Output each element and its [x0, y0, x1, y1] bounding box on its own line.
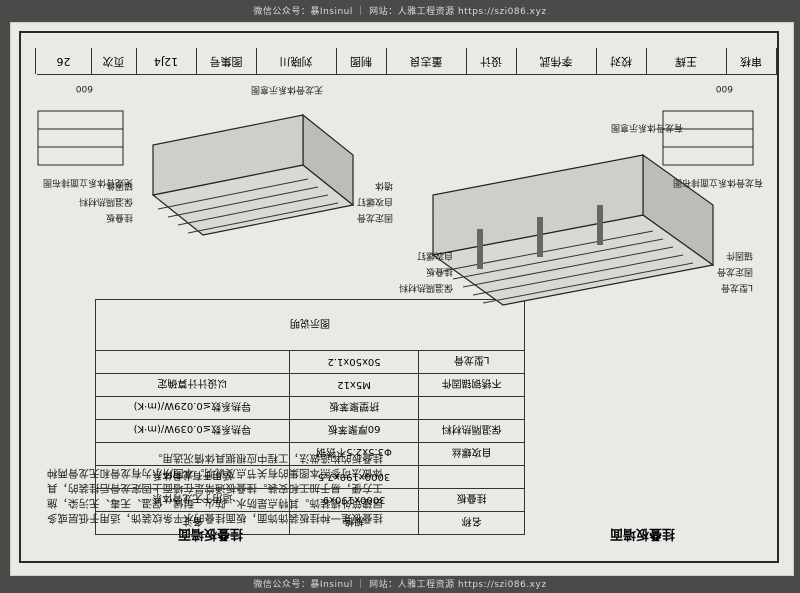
- table-cell: 适用于有龙骨体系: [95, 465, 290, 489]
- diagram-label: 保温隔热材料: [398, 282, 453, 292]
- table-row: 挤塑聚苯板导热系数≤0.029W/(m·K): [95, 396, 525, 420]
- approval-name: 刘晓川: [256, 48, 337, 74]
- diagram-label: 挂叠板: [425, 266, 453, 276]
- table-cell: 导热系数≤0.039W/(m·K): [95, 419, 290, 443]
- table-cell: 适用于无龙骨体系: [95, 488, 290, 512]
- table-cell: 挂叠板: [418, 488, 525, 512]
- table-cell: 自攻螺丝: [418, 442, 525, 466]
- diagram-title-no-keel: 无龙骨体系示意图: [250, 84, 323, 94]
- title-block: 审核 王辉 校对 李伟武 设计 董志良 制图 刘晓川 图集号 12J4 页次 2…: [23, 22, 777, 75]
- table-cell: 挤塑聚苯板: [289, 396, 419, 420]
- watermark-bottom: 微信公众号：暴Insinul ｜ 网站：人雅工程资源 https://szi08…: [253, 580, 547, 590]
- diagram-label: L型龙骨: [720, 282, 753, 292]
- table-cell: 3000x190x9: [289, 488, 419, 512]
- dim-label: 600: [75, 83, 93, 93]
- diagram-label: 固定龙骨: [716, 266, 753, 276]
- elevation-title-keel: 有龙骨体系立面排布图: [672, 177, 763, 187]
- diagram-label: 固定龙骨: [356, 212, 393, 222]
- diagram-label: 墙体: [374, 180, 393, 190]
- table-cell: 保温隔热材料: [418, 419, 525, 443]
- approval-name: 王辉: [646, 48, 727, 74]
- table-cell: 导热系数≤0.029W/(m·K): [95, 396, 290, 420]
- approval-role: 制图: [336, 48, 387, 74]
- table-cell: 60厚聚苯板: [289, 419, 419, 443]
- drawing-sheet: 挂叠板墙面 挂叠板墙面 挂叠板是一种挂板装饰饰面，板面挂叠的水平条纹装饰，适用于…: [10, 22, 794, 576]
- table-header: 备注: [95, 511, 290, 535]
- page-label: 页次: [91, 48, 137, 74]
- diagram-label: 自攻螺钉: [356, 196, 393, 206]
- approval-role: 审核: [726, 48, 777, 74]
- table-cell: [95, 350, 290, 374]
- diagram-label: 挂叠板: [105, 212, 133, 222]
- drawing-title: 挂叠板墙面: [609, 526, 675, 541]
- approval-row: 审核 王辉 校对 李伟武 设计 董志良 制图 刘晓川 图集号 12J4 页次 2…: [35, 48, 777, 75]
- table-cell: 50x50x1.2: [289, 350, 419, 374]
- approval-role: 校对: [596, 48, 647, 74]
- table-cell: M5x12: [289, 373, 419, 397]
- atlas-label: 图集号: [196, 48, 257, 74]
- no-keel-system-diagram: [151, 113, 355, 236]
- table-header: 名称: [418, 511, 525, 535]
- elevation-title-no-keel: 无龙骨体系立面排布图: [42, 177, 133, 187]
- table-cell: L型龙骨: [418, 350, 525, 374]
- keel-system-diagram: [431, 153, 715, 306]
- table-cell: 以设计计算确定: [95, 373, 290, 397]
- table-cell: [418, 396, 525, 420]
- no-keel-elevation-drawing: [37, 110, 124, 166]
- diagram-label: 锚固件: [725, 250, 753, 260]
- approval-name: 李伟武: [516, 48, 597, 74]
- atlas-number: 12J4: [136, 48, 197, 74]
- approval-role: 设计: [466, 48, 517, 74]
- diagram-label: 保温隔热材料: [78, 196, 133, 206]
- page-number: 26: [35, 48, 92, 74]
- table-header: 规格: [289, 511, 419, 535]
- diagram-label: 自攻螺钉: [416, 250, 453, 260]
- table-cell: 不锈钢锚固件: [418, 373, 525, 397]
- table-cell: Φ3.5x2.5不锈钢: [289, 442, 419, 466]
- table-cell: 3000x190x7.5: [289, 465, 419, 489]
- keel-elevation-drawing: [662, 110, 754, 166]
- table-cell: [95, 442, 290, 466]
- table-cell: [418, 465, 525, 489]
- watermark-top: 微信公众号：暴Insinul ｜ 网站：人雅工程资源 https://szi08…: [253, 7, 547, 17]
- dim-label: 600: [715, 83, 733, 93]
- approval-name: 董志良: [386, 48, 467, 74]
- table-header-row: 名称 规格 备注: [95, 511, 525, 535]
